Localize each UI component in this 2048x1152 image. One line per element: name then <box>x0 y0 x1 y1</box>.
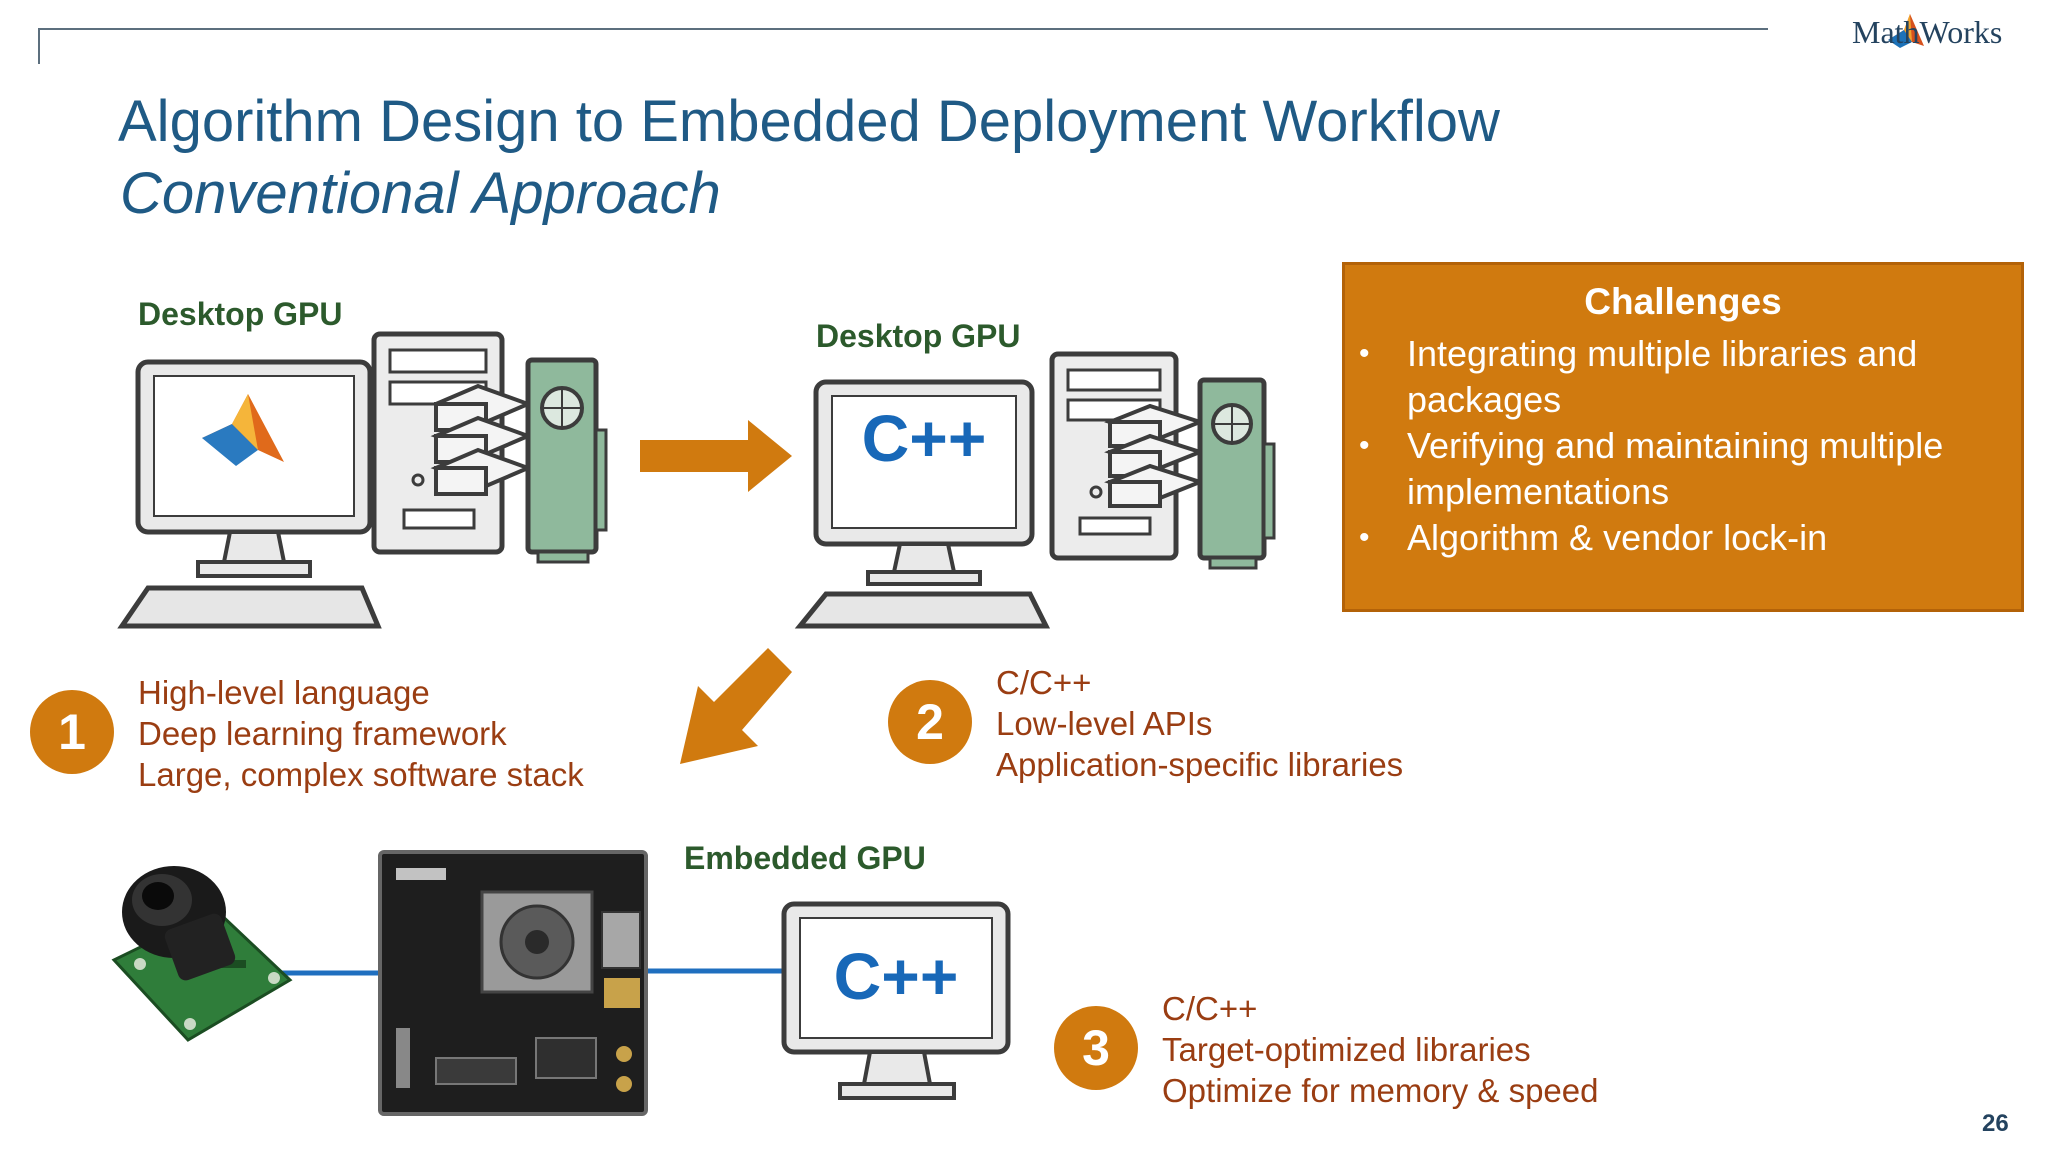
embedded-gpu-label: Embedded GPU <box>684 840 926 876</box>
header-rule-tick <box>38 28 40 64</box>
page-number: 26 <box>1982 1110 2009 1137</box>
embedded-monitor <box>781 901 1011 1100</box>
challenges-title: Challenges <box>1584 281 1782 322</box>
down-left-arrow-icon <box>680 648 792 764</box>
matlab-logo-icon <box>202 394 284 466</box>
challenges-box: Challenges Integrating multiple librarie… <box>1342 262 2024 612</box>
page-subtitle: Conventional Approach <box>120 161 721 226</box>
step-1-line: Deep learning framework <box>138 715 507 752</box>
step-1-text: High-level language Deep learning framew… <box>138 672 584 795</box>
step-3-badge: 3 <box>1054 1006 1138 1090</box>
page-title: Algorithm Design to Embedded Deployment … <box>118 89 1500 154</box>
step-2-badge: 2 <box>888 680 972 764</box>
embedded-board-icon <box>378 850 648 1116</box>
step-2-line: C/C++ <box>996 664 1092 701</box>
step-2-text: C/C++ Low-level APIs Application-specifi… <box>996 662 1403 785</box>
camera-module-icon <box>111 866 293 1042</box>
challenges-list: Integrating multiple libraries and packa… <box>1345 331 2021 561</box>
desktop-computer-1 <box>117 331 608 629</box>
step-2-line: Application-specific libraries <box>996 746 1404 783</box>
step-2-line: Low-level APIs <box>996 705 1213 742</box>
step-1-line: Large, complex software stack <box>138 756 584 793</box>
step-3-line: C/C++ <box>1162 990 1258 1027</box>
step-3-line: Optimize for memory & speed <box>1162 1072 1599 1109</box>
step-1-line: High-level language <box>138 674 430 711</box>
cpp-screen-text-2: C++ <box>833 939 959 1013</box>
step-3-line: Target-optimized libraries <box>1162 1031 1531 1068</box>
brand-name: MathWorks <box>1852 14 2003 50</box>
challenge-item: Integrating multiple libraries and packa… <box>1359 331 2001 423</box>
step-3-text: C/C++ Target-optimized libraries Optimiz… <box>1162 988 1598 1111</box>
cpp-screen-text-1: C++ <box>861 401 987 475</box>
desktop-gpu-label-1: Desktop GPU <box>138 296 343 332</box>
desktop-computer-2 <box>794 351 1276 629</box>
challenge-item: Algorithm & vendor lock-in <box>1359 515 2001 561</box>
right-arrow-icon <box>640 420 792 492</box>
challenge-item: Verifying and maintaining multiple imple… <box>1359 423 2001 515</box>
header-rule <box>38 28 1768 30</box>
display-cable <box>646 968 786 974</box>
step-1-badge: 1 <box>30 690 114 774</box>
mathworks-logo-icon <box>1888 14 1924 48</box>
desktop-gpu-label-2: Desktop GPU <box>816 318 1021 354</box>
